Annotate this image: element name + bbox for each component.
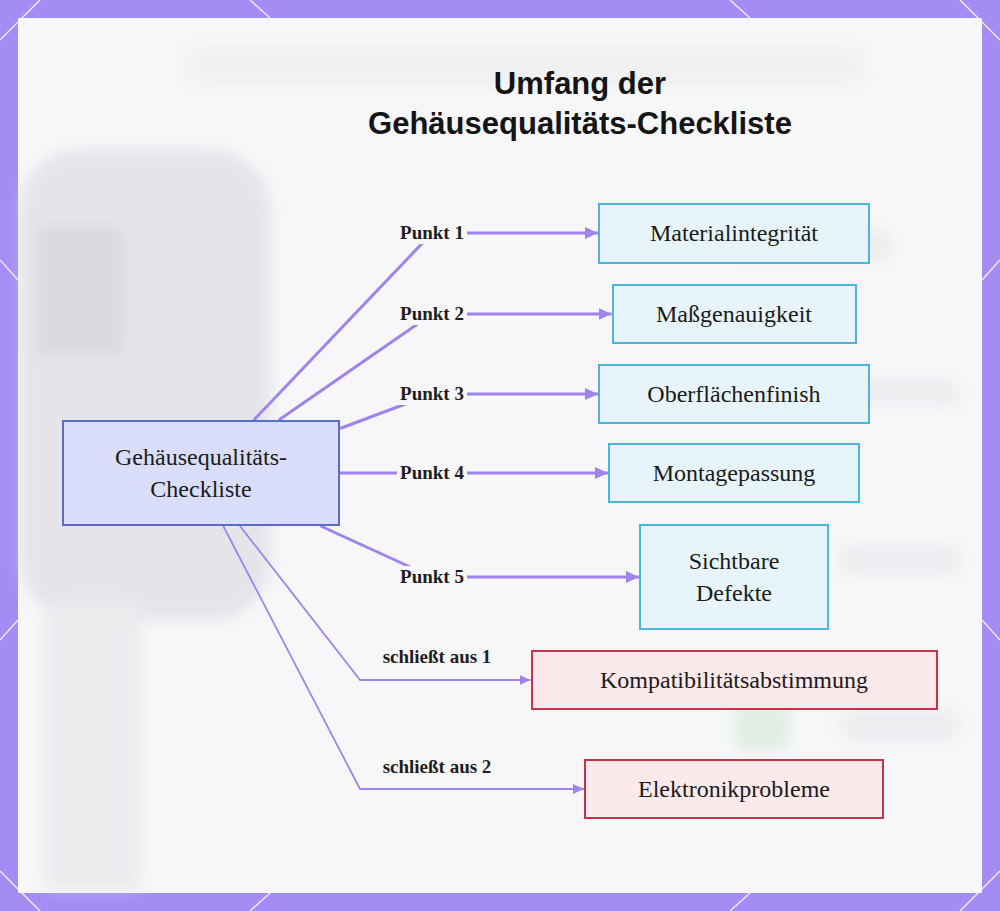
item-box: Kompatibilitätsabstimmung xyxy=(531,650,938,710)
edge-label: Punkt 1 xyxy=(397,222,467,245)
connector-arrow xyxy=(240,526,531,680)
item-box: Sichtbare Defekte xyxy=(639,524,829,630)
box-text: Gehäusequalitäts-Checkliste xyxy=(78,441,324,506)
item-box: Materialintegrität xyxy=(598,203,870,264)
box-text: Materialintegrität xyxy=(650,217,818,249)
edge-label: Punkt 5 xyxy=(397,566,467,589)
diagram-title: Umfang der Gehäusequalitäts-Checkliste xyxy=(357,64,803,145)
edge-label: Punkt 3 xyxy=(397,383,467,406)
item-box: Montagepassung xyxy=(608,443,860,503)
box-text: Sichtbare Defekte xyxy=(655,545,813,610)
connector-arrow xyxy=(254,233,598,420)
box-text: Kompatibilitätsabstimmung xyxy=(600,664,868,696)
root-box: Gehäusequalitäts-Checkliste xyxy=(62,420,340,526)
connector-arrow xyxy=(340,394,598,428)
box-text: Elektronikprobleme xyxy=(638,773,830,805)
box-text: Montagepassung xyxy=(653,457,816,489)
edge-label: schließt aus 2 xyxy=(380,756,495,779)
item-box: Maßgenauigkeit xyxy=(612,284,857,344)
edge-label: Punkt 2 xyxy=(397,303,467,326)
connector-arrow xyxy=(279,314,612,420)
edge-label: Punkt 4 xyxy=(397,462,467,485)
edge-label: schließt aus 1 xyxy=(380,646,495,669)
box-text: Oberflächenfinish xyxy=(647,378,820,410)
item-box: Elektronikprobleme xyxy=(584,759,884,819)
connector-arrow xyxy=(321,526,639,577)
box-text: Maßgenauigkeit xyxy=(656,298,812,330)
blurred-key-fob xyxy=(20,45,960,890)
connector-arrow xyxy=(340,472,608,475)
item-box: Oberflächenfinish xyxy=(598,364,870,424)
